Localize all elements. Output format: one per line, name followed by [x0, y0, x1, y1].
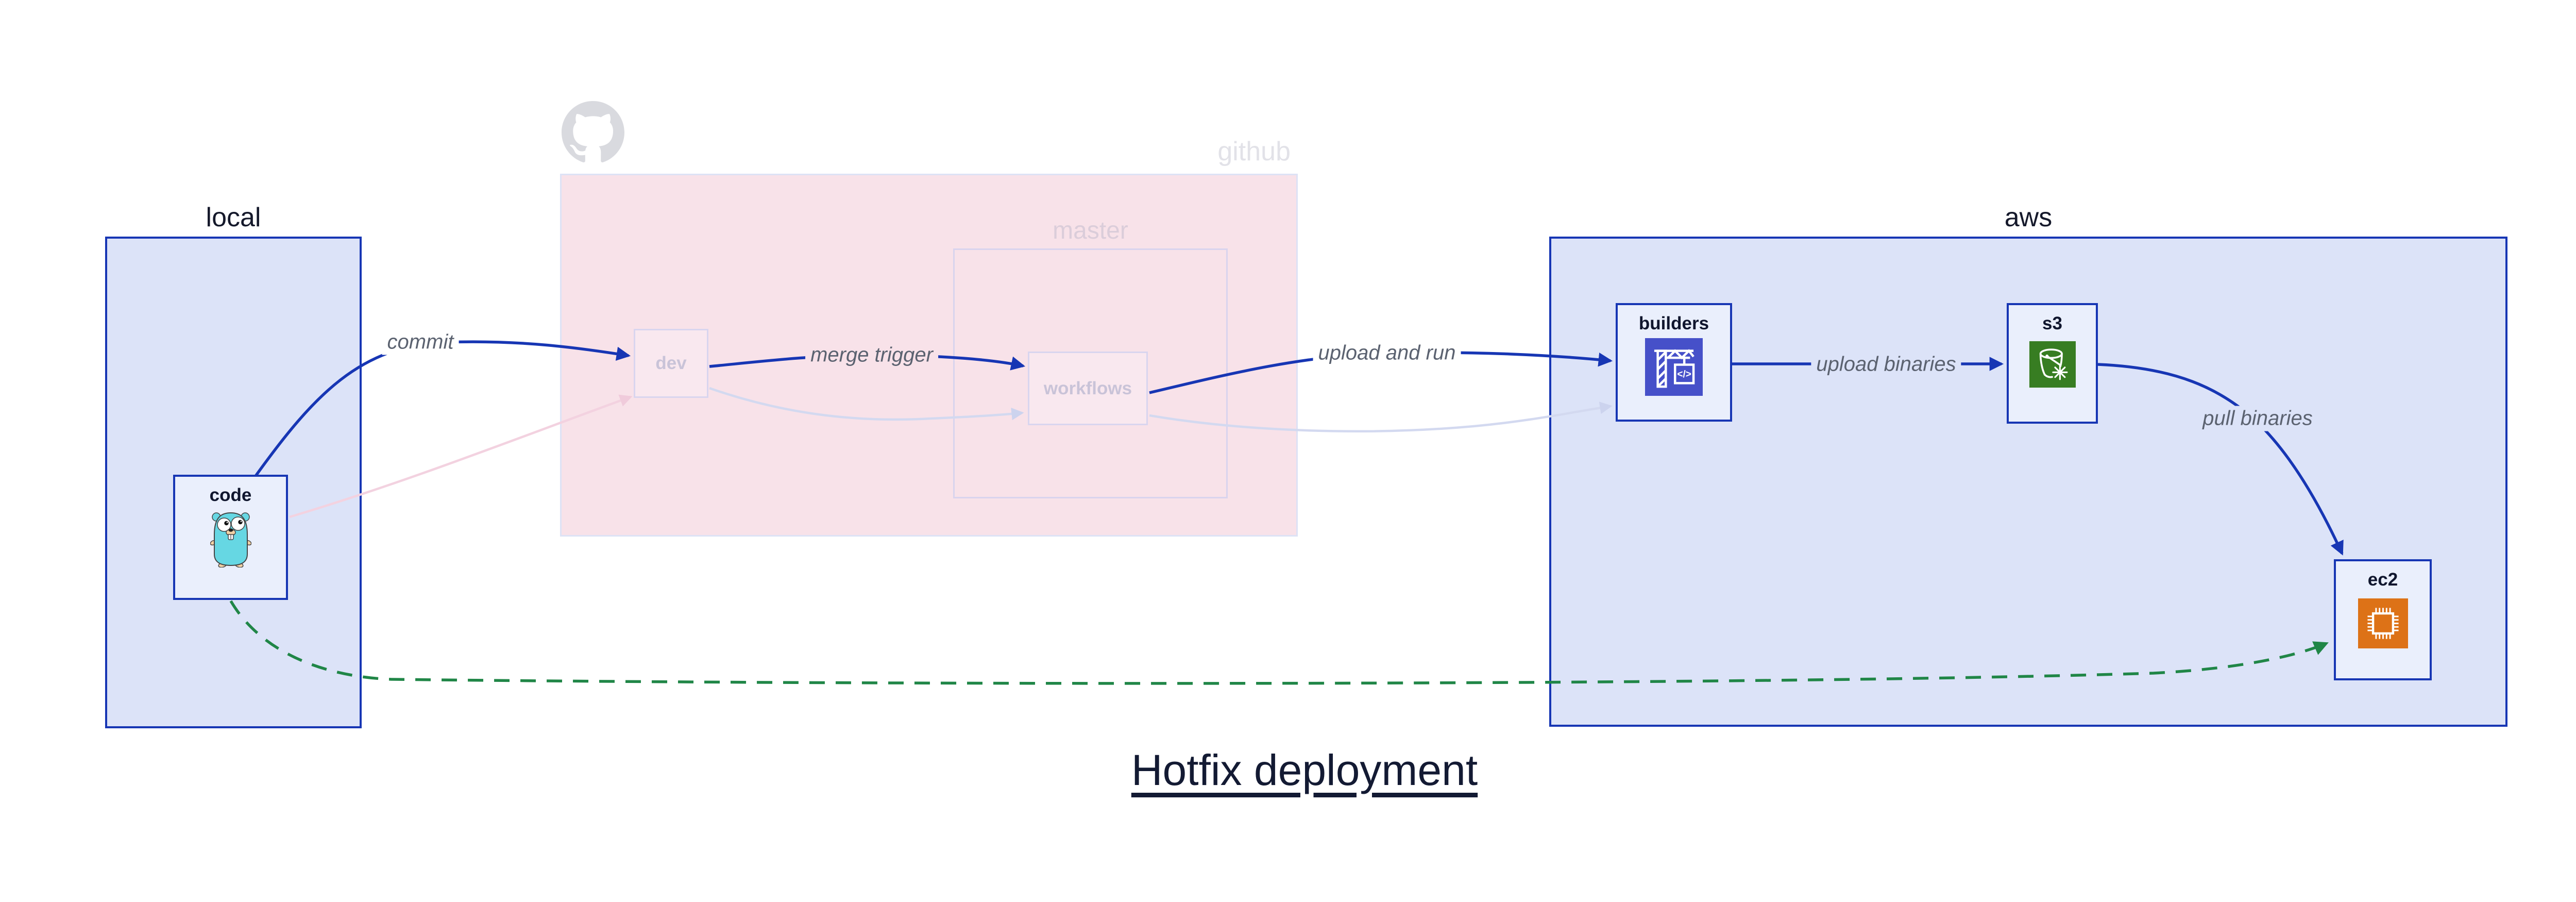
edge-hotfix-dashed [229, 600, 2329, 685]
edge-label-merge-trigger: merge trigger [805, 342, 938, 368]
node-dev: dev [634, 329, 708, 398]
node-workflows-label: workflows [1043, 378, 1132, 398]
edge-commit [253, 340, 631, 478]
svg-text:</>: </> [1677, 369, 1691, 380]
octocat-icon [562, 101, 624, 166]
master-cluster-label: master [1053, 217, 1128, 244]
edge-label-commit: commit [382, 329, 459, 355]
node-code-label: code [209, 485, 252, 505]
edge-pull-binaries [2097, 363, 2344, 556]
aws-cluster-label: aws [2004, 203, 2053, 232]
s3-glacier-bucket-icon [2029, 341, 2076, 390]
edge-workflows-to-builders-faded [1149, 402, 1613, 432]
edge-code-to-dev-faded [289, 394, 633, 519]
edge-label-pull-binaries: pull binaries [2197, 406, 2318, 431]
node-ec2: ec2 [2334, 559, 2432, 680]
codebuild-crane-icon: </> [1645, 338, 1703, 398]
node-s3-label: s3 [2042, 313, 2062, 333]
node-dev-label: dev [655, 353, 687, 373]
github-cluster-label: github [1217, 137, 1291, 166]
edge-label-upload-binaries: upload binaries [1811, 352, 1961, 377]
edge-dev-to-workflows-faded [709, 387, 1024, 421]
ec2-chip-icon [2358, 598, 2408, 651]
edge-label-upload-and-run: upload and run [1313, 340, 1461, 366]
diagram-title: Hotfix deployment [1131, 746, 1478, 794]
node-builders-label: builders [1638, 313, 1709, 333]
node-ec2-label: ec2 [2367, 570, 2398, 590]
node-code: code [173, 475, 288, 600]
node-s3: s3 [2007, 303, 2098, 424]
node-builders: builders </> [1616, 303, 1732, 422]
go-gopher-icon [210, 510, 251, 570]
local-cluster-label: local [206, 203, 261, 232]
node-workflows: workflows [1028, 352, 1148, 425]
